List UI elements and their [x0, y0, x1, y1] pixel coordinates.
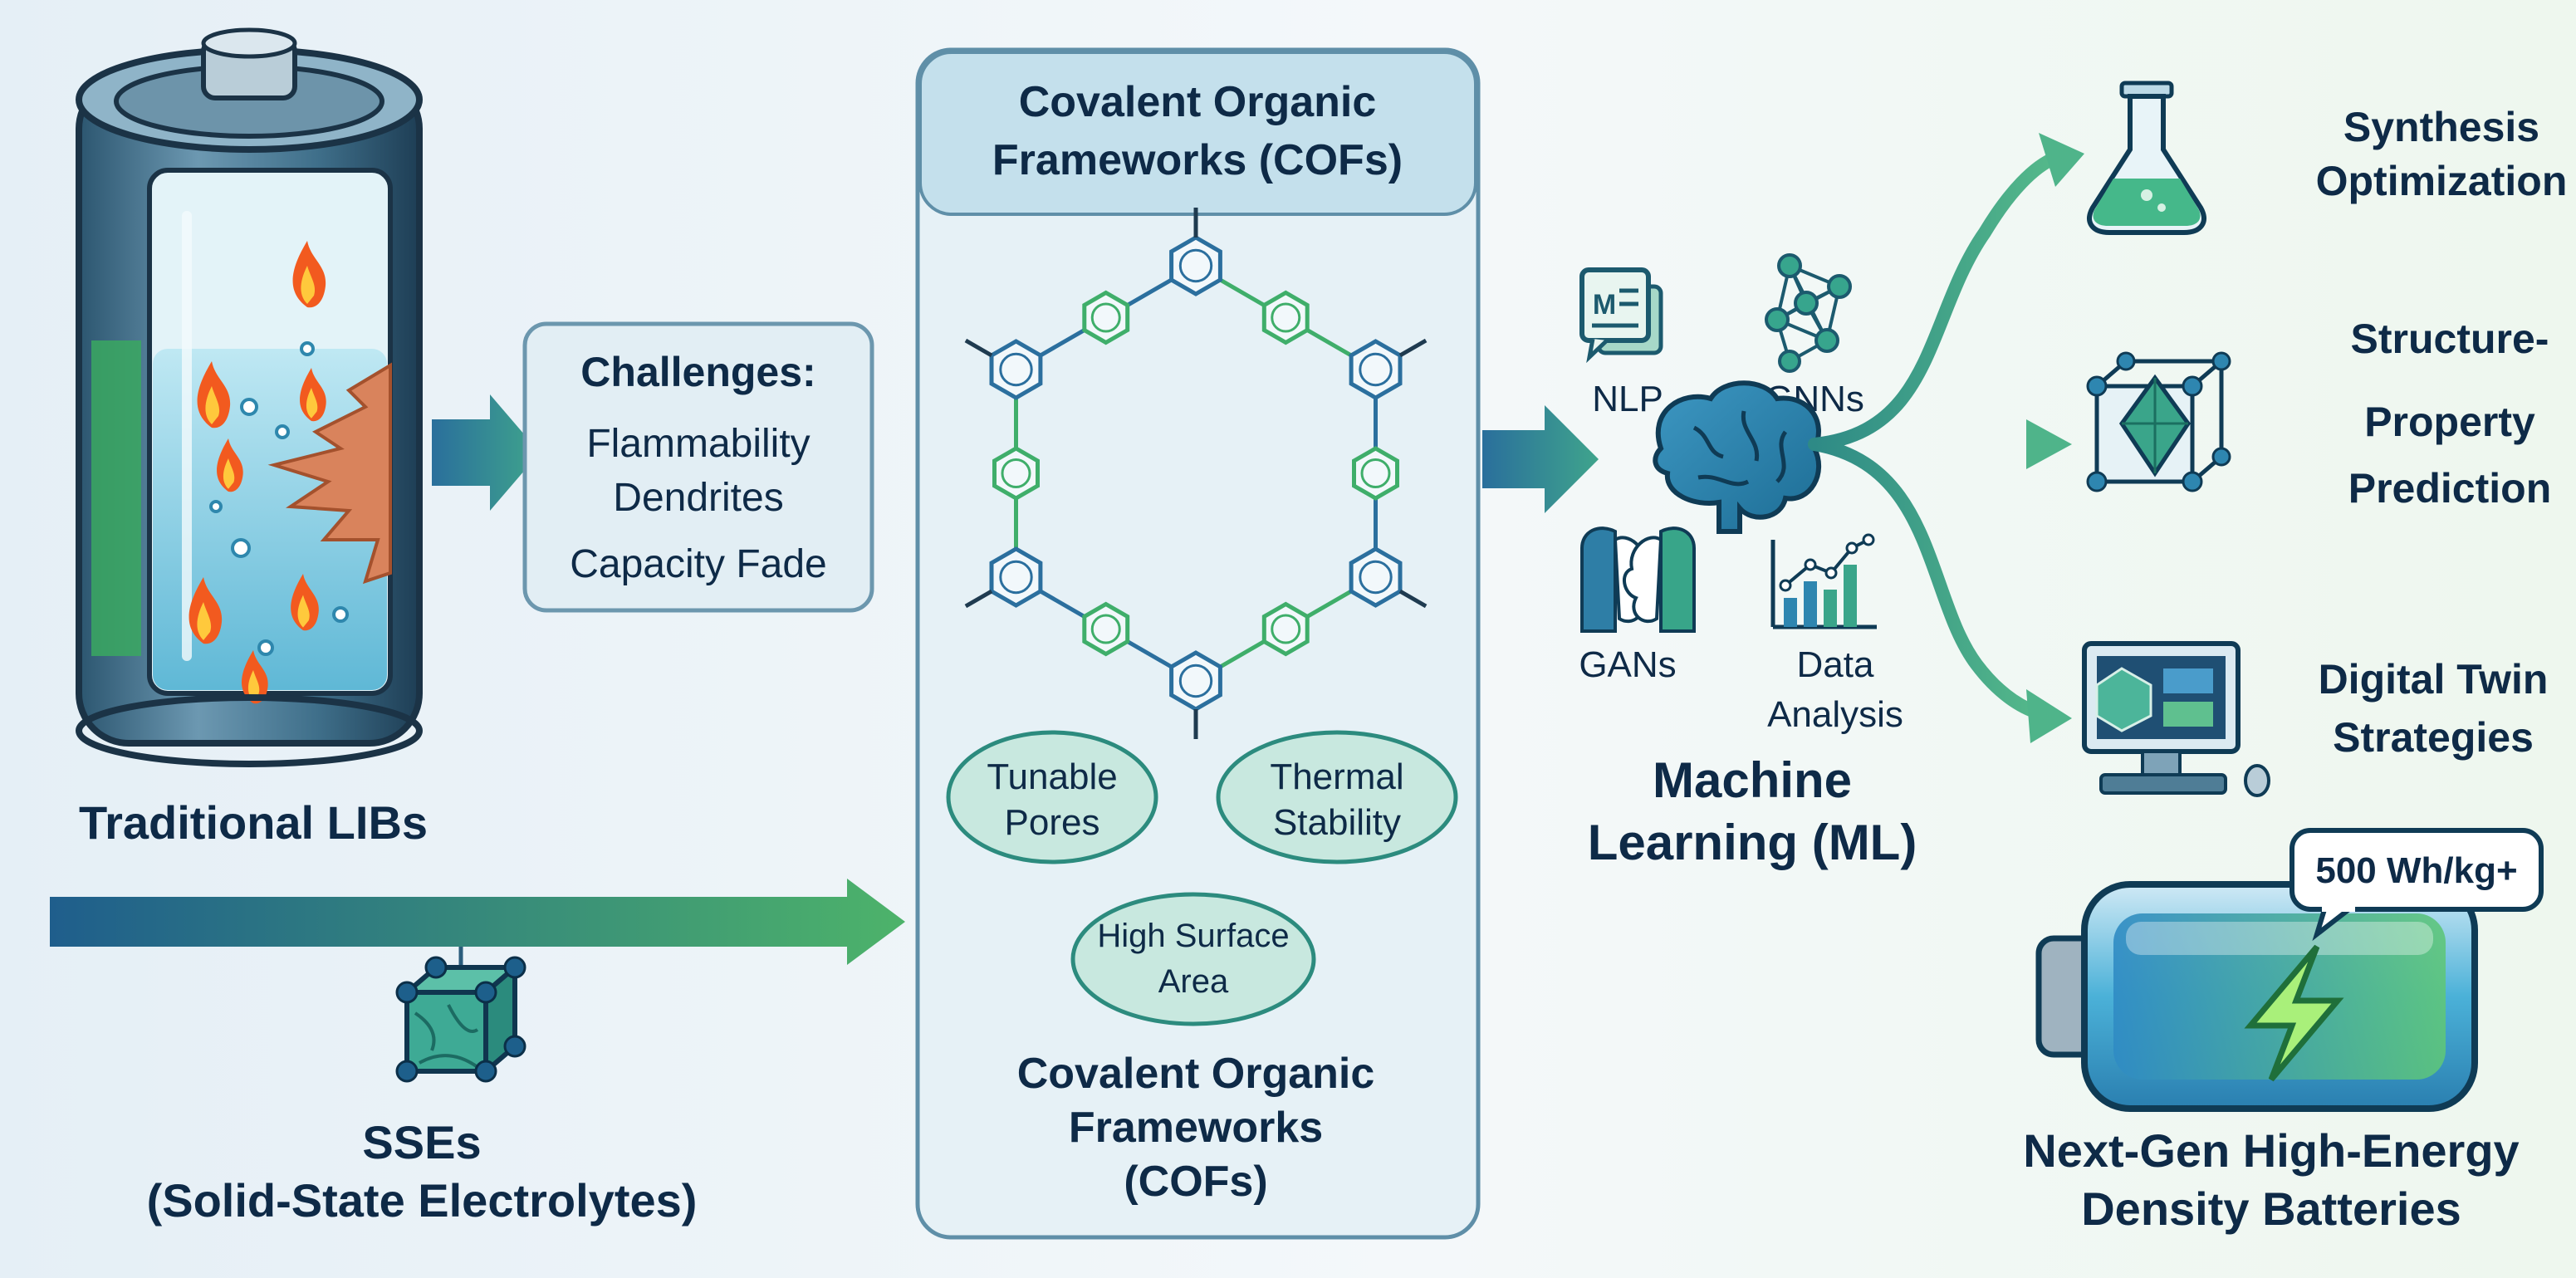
cof-footer-line2: Frameworks: [1069, 1104, 1323, 1152]
battery-label-2: Density Batteries: [2081, 1183, 2461, 1235]
linker-ring-inner: [1090, 302, 1121, 333]
energy-density-badge-text: 500 Wh/kg+: [2315, 850, 2517, 891]
thermal-label-1: Thermal: [1270, 757, 1403, 797]
challenges-heading: Challenges:: [580, 349, 815, 395]
flask-icon: [2087, 81, 2206, 235]
linker-ring-inner: [1090, 614, 1121, 644]
gans-label: GANs: [1579, 644, 1676, 685]
linker-ring: [992, 446, 1040, 501]
node-ring: [1349, 339, 1403, 400]
crystal-lattice-icon: [2086, 351, 2231, 492]
sse-label-line2: (Solid-State Electrolytes): [147, 1174, 698, 1227]
ml-output-arrows: [1808, 151, 2062, 721]
energy-density-badge: [2290, 828, 2544, 942]
methyl-stub: [964, 589, 993, 609]
node-ring-inner: [999, 352, 1033, 387]
data-label-2: Analysis: [1767, 694, 1903, 735]
svg-text:M: M: [1593, 289, 1616, 321]
arrow-lib-to-challenges: [432, 394, 540, 511]
nlp-icon: M: [1579, 267, 1663, 364]
node-ring-inner: [999, 560, 1033, 595]
linker-ring: [1261, 290, 1310, 345]
cof-framework-structure: [964, 208, 1428, 739]
linker-ring-inner: [1001, 458, 1031, 488]
lib-battery-illustration: [76, 27, 423, 767]
battery-terminal-top: [201, 27, 297, 59]
data-analysis-chart-icon: [1770, 533, 1877, 629]
arrowheads: [2026, 133, 2084, 743]
battery-bottom: [76, 694, 423, 767]
twin-label-2: Strategies: [2333, 714, 2534, 761]
linker-ring: [1082, 601, 1130, 657]
monitor-digital-twin-icon: [2082, 641, 2270, 797]
tunable-label-2: Pores: [1005, 802, 1100, 843]
lib-label: Traditional LIBs: [79, 796, 428, 849]
challenge-item: Dendrites: [613, 476, 783, 520]
node-ring: [1349, 546, 1403, 608]
cof-header-line1: Covalent Organic: [1019, 78, 1377, 126]
thermal-label-2: Stability: [1273, 802, 1401, 843]
linker-ring: [1082, 290, 1130, 345]
challenge-item: Flammability: [586, 422, 810, 466]
node-ring: [1169, 235, 1222, 296]
linker-ring: [1261, 601, 1310, 657]
synthesis-label-2: Optimization: [2316, 158, 2568, 204]
node-ring-inner: [1359, 352, 1393, 387]
node-ring-inner: [1359, 560, 1393, 595]
linker-ring-inner: [1360, 458, 1391, 488]
next-gen-battery-icon: [2035, 881, 2478, 1112]
twin-label-1: Digital Twin: [2319, 656, 2549, 703]
arrow-sse-to-cof: [50, 879, 905, 965]
cof-header-line2: Frameworks (COFs): [992, 136, 1403, 184]
node-ring: [989, 546, 1043, 608]
node-ring: [989, 339, 1043, 400]
sse-label-line1: SSEs: [362, 1116, 481, 1168]
node-ring-inner: [1178, 663, 1213, 698]
ml-title-2: Learning (ML): [1588, 815, 1917, 870]
gnn-network-icon: [1765, 253, 1852, 373]
sse-cube-icon: [395, 956, 526, 1083]
flames: [189, 241, 326, 704]
surface-label-2: Area: [1158, 963, 1229, 1000]
bubbles: [209, 341, 349, 656]
green-layer: [91, 340, 141, 656]
brain-icon: [1653, 380, 1821, 534]
linker-ring-inner: [1271, 614, 1301, 644]
property-high-surface-area: [1070, 892, 1316, 1026]
tunable-label-1: Tunable: [987, 757, 1117, 797]
challenge-item: Capacity Fade: [570, 542, 827, 586]
property-thermal-stability: [1216, 730, 1458, 864]
cof-footer-line3: (COFs): [1124, 1158, 1267, 1206]
synthesis-label-1: Synthesis: [2343, 104, 2539, 150]
cof-footer-line1: Covalent Organic: [1017, 1050, 1375, 1098]
methyl-stub: [964, 338, 993, 358]
nlp-label: NLP: [1592, 379, 1663, 419]
surface-label-1: High Surface: [1097, 918, 1289, 954]
structure-label-1: Structure-: [2351, 316, 2549, 362]
methyl-stub: [1398, 338, 1428, 358]
methyl-stub: [1398, 589, 1428, 609]
battery-label-1: Next-Gen High-Energy: [2023, 1124, 2519, 1177]
cof-header: [918, 51, 1477, 216]
structure-label-3: Prediction: [2348, 465, 2551, 512]
dendrite: [267, 362, 392, 585]
property-tunable-pores: [946, 730, 1158, 864]
linker-ring-inner: [1271, 302, 1301, 333]
ml-title-1: Machine: [1653, 752, 1852, 808]
data-label-1: Data: [1797, 644, 1874, 685]
arrow-cof-to-ml: [1482, 405, 1599, 513]
gan-icon: [1580, 526, 1696, 633]
node-ring-inner: [1178, 248, 1213, 283]
challenges-box: [522, 321, 874, 613]
structure-label-2: Property: [2364, 399, 2535, 445]
linker-ring: [1352, 446, 1399, 501]
node-ring: [1169, 650, 1222, 712]
